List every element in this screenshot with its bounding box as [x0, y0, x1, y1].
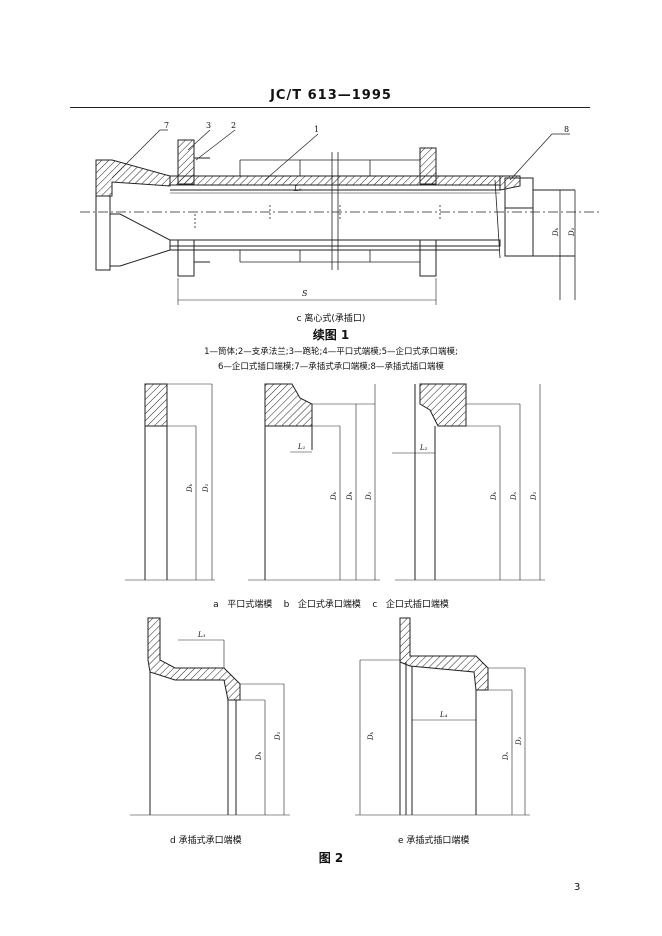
- fig1-callout-2: 2: [231, 121, 236, 130]
- fig1-callout-1: 1: [314, 125, 319, 134]
- fig2c-dim-D1: D₁: [530, 491, 538, 501]
- fig2c-dim-L2: L₂: [419, 444, 428, 452]
- fig2b-dim-L1: L₁: [297, 443, 306, 451]
- fig2e-dim-L4: L₄: [439, 711, 448, 719]
- fig2e-dim-D1: D₁: [515, 736, 523, 746]
- fig2b-dim-D1: D₁: [365, 491, 373, 501]
- fig1-legend-line2: 6—企口式插口端模;7—承插式承口端模;8—承插式插口端模: [218, 362, 444, 372]
- fig2d-bell-socket-end-mould: [130, 617, 290, 816]
- fig1-flange-right: [419, 147, 437, 185]
- fig1-dim-D1: D₁: [568, 227, 576, 237]
- fig2c-dim-Dk: Dₖ: [490, 491, 498, 501]
- fig2-caption-row1: a 平口式端模 b 企口式承口端模 c 企口式插口端模: [213, 600, 449, 610]
- fig2-caption-d: d 承插式承口端模: [170, 836, 242, 846]
- fig2d-dim-Dh: Dₕ: [255, 751, 263, 761]
- fig2b-dim-Dk: Dₖ: [330, 491, 338, 501]
- fig1-labels: 7 3 2 1 8 L₀ S Dₖ D₁: [164, 121, 576, 298]
- fig2-title: 图 2: [318, 851, 344, 865]
- fig1-barrel-wall-top: [169, 175, 501, 186]
- fig2a-dim-D1: D₁: [202, 483, 210, 493]
- fig1-caption: c 离心式(承插口): [296, 314, 366, 324]
- fig1-callout-3: 3: [206, 121, 211, 130]
- fig1-drawing: [80, 129, 600, 305]
- fig1-title: 续图 1: [312, 328, 350, 342]
- fig1-leader-7: [111, 129, 168, 179]
- fig2d-dim-D1: D₁: [274, 731, 282, 741]
- fig1-dim-S: S: [302, 289, 308, 298]
- fig1-barrel-wall-bottom: [169, 239, 501, 247]
- fig1-barrel-ribs: [194, 159, 441, 263]
- fig1-leader-2: [195, 129, 236, 161]
- fig2c-dim-Ds: Dₛ: [510, 491, 518, 501]
- doc-header-code: JC/T 613—1995: [270, 88, 392, 103]
- fig1-callout-8: 8: [564, 125, 569, 134]
- fig2e-dim-Ds: Dₛ: [502, 751, 510, 761]
- fig2-labels: Dₖ D₁ L₁ Dₖ Dₕ D₁ L₂ Dₖ Dₛ D₁ L₃ Dₕ D₁ L…: [186, 443, 538, 761]
- fig1-dim-Dk: Dₖ: [552, 227, 560, 237]
- header-rule: [70, 107, 590, 108]
- fig1-dim-L0: L₀: [293, 185, 302, 193]
- fig2b-tongue-socket-end-mould: [248, 383, 380, 581]
- fig1-leader-8: [509, 133, 570, 181]
- fig1-socket-end-mould: [95, 159, 171, 197]
- fig1-callout-7: 7: [164, 121, 169, 130]
- fig2a-dim-Dk: Dₖ: [186, 483, 194, 493]
- fig2b-dim-Dh: Dₕ: [346, 491, 354, 501]
- fig1-leader-1: [264, 133, 319, 181]
- page-number: 3: [574, 882, 581, 893]
- fig1-legend-line1: 1—筒体;2—支承法兰;3—跑轮;4—平口式端模;5—企口式承口端模;: [204, 347, 458, 357]
- fig1-leader-3: [187, 129, 211, 151]
- fig1-flange-left: [177, 139, 195, 185]
- fig2-caption-e: e 承插式插口端模: [398, 836, 470, 846]
- fig2e-bell-spigot-end-mould: [355, 617, 530, 816]
- fig2c-tongue-spigot-end-mould: [392, 383, 545, 581]
- fig2e-dim-Dk: Dₖ: [367, 731, 375, 741]
- fig2a-flat-end-mould: [125, 383, 215, 581]
- fig2d-dim-L3: L₃: [197, 631, 206, 639]
